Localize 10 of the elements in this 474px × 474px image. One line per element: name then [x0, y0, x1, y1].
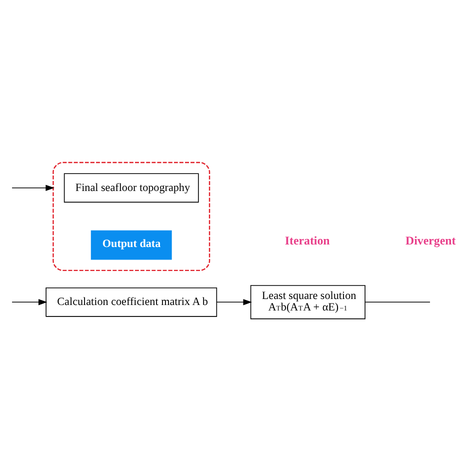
node-box: Calculation coefficient matrix A b — [46, 286, 218, 316]
node-box: Final seafloor topography — [64, 172, 199, 202]
arrow — [12, 298, 48, 305]
label: Divergent — [405, 233, 456, 248]
connector — [364, 301, 430, 302]
arrow — [216, 298, 252, 305]
cluster — [52, 161, 210, 271]
label: Iteration — [284, 233, 330, 248]
node-box: Output data — [90, 230, 172, 260]
arrow — [12, 184, 54, 190]
